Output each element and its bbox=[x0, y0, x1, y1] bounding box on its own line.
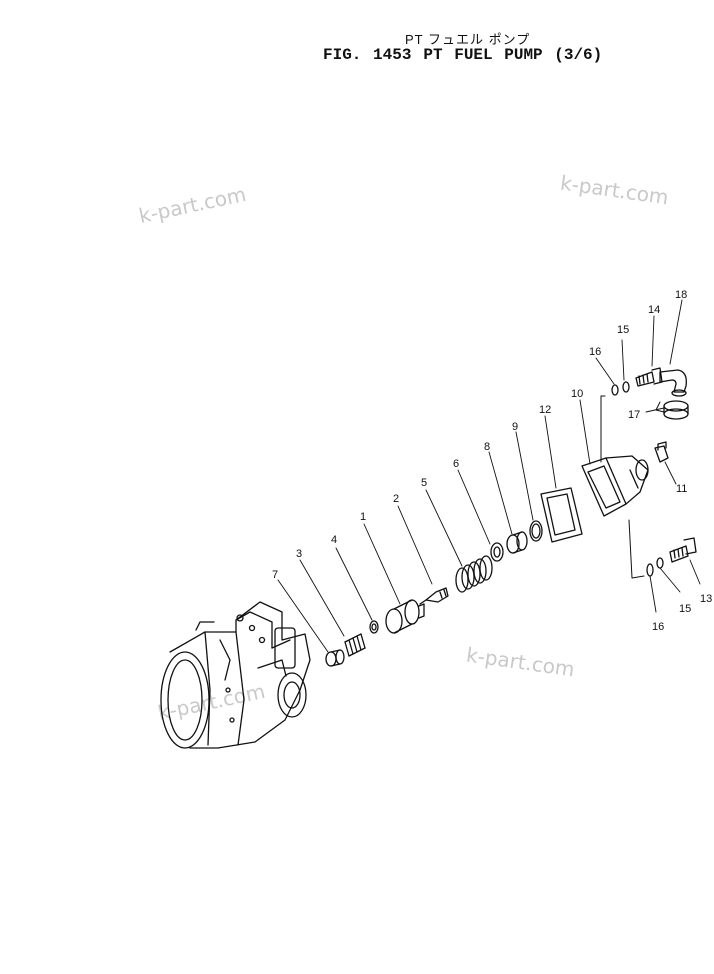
part-6-washer bbox=[490, 542, 504, 562]
figure-subtitle-jp: PT フュエル ポンプ bbox=[405, 32, 531, 47]
callout-16-lower: 16 bbox=[652, 621, 664, 633]
figure-number: FIG. 1453 bbox=[323, 46, 412, 64]
part-18-elbow bbox=[659, 369, 687, 397]
pump-body bbox=[160, 601, 311, 749]
callout-3: 3 bbox=[296, 548, 302, 560]
assembly-lines bbox=[600, 395, 665, 579]
callout-11: 11 bbox=[676, 483, 687, 495]
callout-5: 5 bbox=[421, 477, 427, 489]
part-5-spring bbox=[455, 555, 493, 593]
callout-13: 13 bbox=[700, 593, 712, 605]
callout-16-upper: 16 bbox=[589, 346, 601, 358]
callout-1: 1 bbox=[360, 511, 366, 523]
part-8-cup bbox=[506, 531, 528, 554]
part-4-washer bbox=[369, 620, 379, 634]
part-13-bolt bbox=[669, 537, 697, 563]
callout-15-upper: 15 bbox=[617, 324, 629, 336]
callout-18: 18 bbox=[675, 289, 687, 301]
part-1-sleeve bbox=[385, 599, 425, 634]
callout-7: 7 bbox=[272, 569, 278, 581]
part-16-washer-lower bbox=[646, 563, 654, 577]
callout-14: 14 bbox=[648, 304, 660, 316]
part-7-plug bbox=[325, 649, 345, 667]
part-16-washer-upper bbox=[611, 384, 619, 396]
part-9-snap-ring bbox=[529, 520, 543, 542]
part-2-needle-valve bbox=[419, 587, 449, 605]
callout-12: 12 bbox=[539, 404, 551, 416]
callout-17: 17 bbox=[628, 409, 640, 421]
part-15-washer-upper bbox=[622, 381, 630, 393]
figure-title: FIG. 1453 PT FUEL PUMP (3/6) bbox=[323, 46, 602, 64]
part-17-ring bbox=[663, 400, 689, 420]
callout-10: 10 bbox=[571, 388, 583, 400]
callout-4: 4 bbox=[331, 534, 337, 546]
callout-9: 9 bbox=[512, 421, 518, 433]
callout-8: 8 bbox=[484, 441, 490, 453]
part-11-plug bbox=[654, 441, 669, 463]
part-3-spring bbox=[344, 633, 366, 657]
figure-name: PT FUEL PUMP (3/6) bbox=[423, 46, 603, 64]
callout-15-lower: 15 bbox=[679, 603, 691, 615]
part-12-gasket bbox=[540, 487, 583, 543]
part-14-bolt bbox=[635, 367, 663, 387]
callout-6: 6 bbox=[453, 458, 459, 470]
callout-numbers: 1 2 3 4 5 6 7 8 9 10 11 12 13 14 15 15 1… bbox=[272, 289, 712, 633]
leader-lines bbox=[277, 299, 701, 653]
part-10-housing bbox=[581, 455, 649, 517]
part-15-washer-lower bbox=[656, 557, 664, 569]
callout-2: 2 bbox=[393, 493, 399, 505]
